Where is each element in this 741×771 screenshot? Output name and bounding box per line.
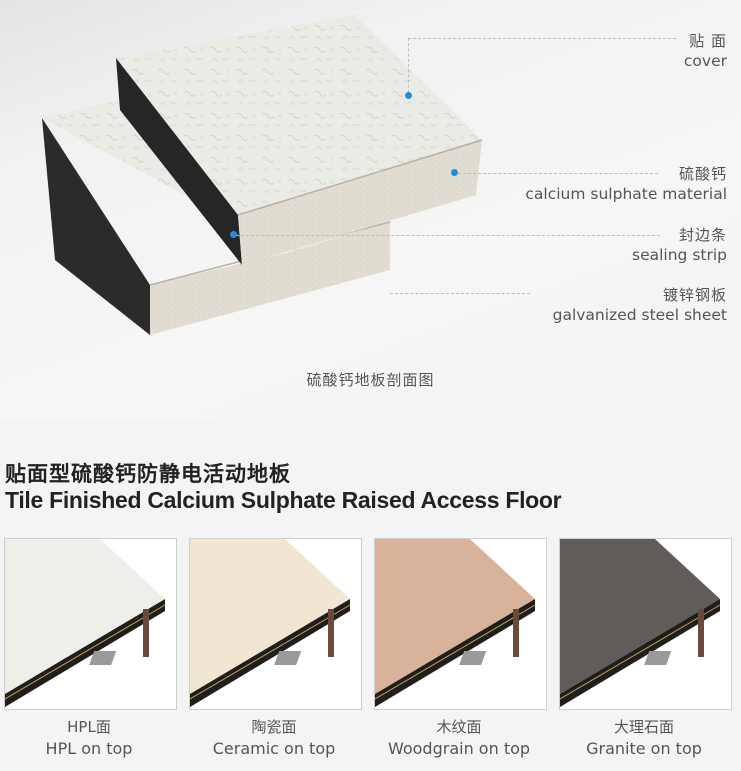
variant-label-en: Granite on top bbox=[586, 739, 702, 758]
variant-label-zh: 大理石面 bbox=[613, 718, 674, 736]
floor-panel-cross-section-illustration bbox=[42, 15, 483, 335]
layer-label-cover: 贴 面 cover bbox=[684, 31, 727, 71]
hpl-panel-image bbox=[5, 539, 176, 709]
layer-label-calcium: 硫酸钙 calcium sulphate material bbox=[525, 164, 727, 204]
leader-line-calcium bbox=[458, 173, 658, 174]
variant-label-en: Ceramic on top bbox=[212, 739, 336, 758]
leader-line-sealing bbox=[236, 235, 660, 236]
layer-label-steel: 镀锌钢板 galvanized steel sheet bbox=[553, 285, 727, 325]
woodgrain-panel-image bbox=[375, 539, 546, 709]
variant-label-hpl: HPL面 HPL on top bbox=[0, 717, 184, 759]
variant-label-ceramic: 陶瓷面 Ceramic on top bbox=[179, 717, 369, 759]
leader-line-cover-vertical bbox=[408, 38, 409, 93]
variant-label-woodgrain: 木纹面 Woodgrain on top bbox=[364, 717, 554, 759]
layer-label-zh: 镀锌钢板 bbox=[662, 286, 727, 304]
calcium-marker-dot bbox=[451, 169, 458, 176]
upper-panel-top bbox=[116, 15, 482, 215]
layer-label-zh: 贴 面 bbox=[689, 32, 727, 50]
layer-label-zh: 硫酸钙 bbox=[678, 165, 727, 183]
variant-label-zh: HPL面 bbox=[67, 718, 111, 736]
variant-label-zh: 木纹面 bbox=[436, 718, 482, 736]
layer-label-en: galvanized steel sheet bbox=[552, 306, 727, 324]
variant-card-woodgrain[interactable] bbox=[374, 538, 547, 710]
cross-section-area bbox=[0, 0, 741, 420]
variant-card-granite[interactable] bbox=[559, 538, 732, 710]
variant-label-en: HPL on top bbox=[45, 739, 133, 758]
upper-panel-core-side bbox=[238, 140, 482, 265]
layer-label-en: cover bbox=[683, 52, 727, 70]
variant-label-granite: 大理石面 Granite on top bbox=[549, 717, 739, 759]
layer-label-zh: 封边条 bbox=[678, 226, 727, 244]
variant-card-hpl[interactable] bbox=[4, 538, 177, 710]
cover-marker-dot bbox=[405, 92, 412, 99]
section-title-en: Tile Finished Calcium Sulphate Raised Ac… bbox=[5, 487, 562, 513]
leader-line-steel bbox=[390, 293, 530, 294]
layer-label-en: sealing strip bbox=[632, 246, 727, 264]
granite-panel-image bbox=[560, 539, 731, 709]
leader-line-cover bbox=[408, 38, 676, 39]
layer-label-sealing: 封边条 sealing strip bbox=[632, 225, 727, 265]
lower-panel-core-side bbox=[150, 222, 390, 335]
lower-panel-dark-side bbox=[42, 118, 150, 335]
upper-panel-dark-side bbox=[116, 58, 242, 265]
section-title-zh: 贴面型硫酸钙防静电活动地板 bbox=[5, 462, 291, 486]
variant-label-en: Woodgrain on top bbox=[387, 739, 531, 758]
ceramic-panel-image bbox=[190, 539, 361, 709]
variant-label-zh: 陶瓷面 bbox=[251, 718, 297, 736]
variant-card-ceramic[interactable] bbox=[189, 538, 362, 710]
cross-section-caption: 硫酸钙地板剖面图 bbox=[306, 371, 435, 389]
layer-label-en: calcium sulphate material bbox=[525, 185, 727, 203]
sealing-marker-dot bbox=[230, 231, 237, 238]
